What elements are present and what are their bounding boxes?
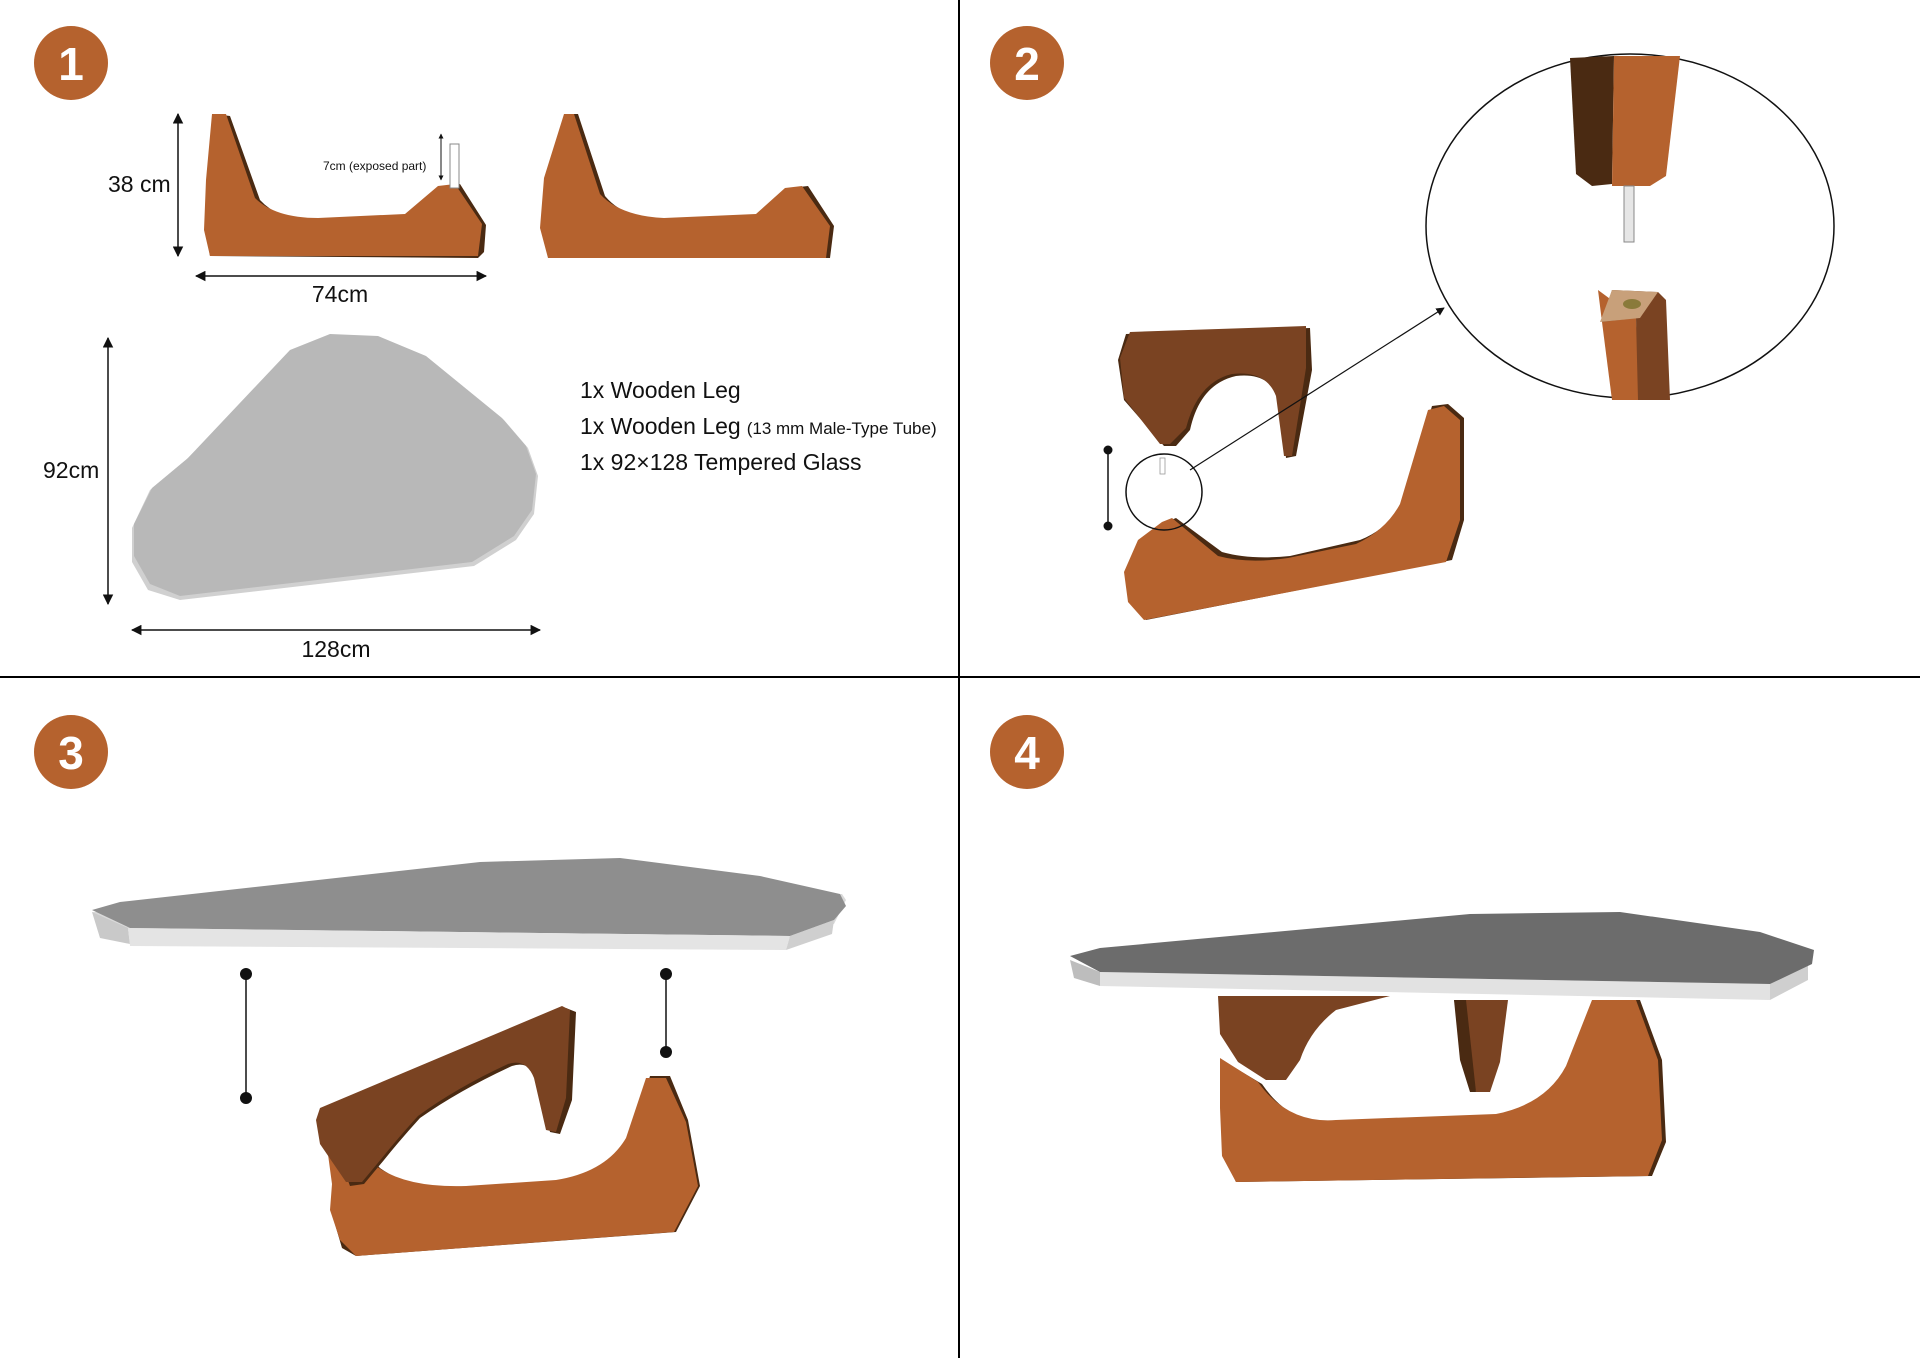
glass-top-seated: [1070, 912, 1814, 1000]
detail-pointer-line: [1189, 307, 1445, 471]
step-3-panel: 3: [34, 715, 846, 1256]
part-wooden-leg-tube: 1x Wooden Leg(13 mm Male-Type Tube): [580, 413, 937, 439]
step-1-badge: 1: [34, 26, 108, 100]
svg-text:4: 4: [1014, 727, 1040, 779]
part-wooden-leg: 1x Wooden Leg: [580, 377, 741, 403]
glass-width-label: 128cm: [301, 636, 370, 662]
step-2-badge: 2: [990, 26, 1064, 100]
joint-indicator-right-icon: [660, 968, 672, 1058]
svg-text:3: 3: [58, 727, 84, 779]
part-tempered-glass: 1x 92×128 Tempered Glass: [580, 449, 862, 475]
step-4-badge: 4: [990, 715, 1064, 789]
assembled-legs-step4: [1218, 996, 1666, 1182]
joint-indicator-icon: [1103, 445, 1113, 531]
svg-text:2: 2: [1014, 38, 1040, 90]
wooden-leg-with-tube: [204, 114, 486, 258]
assembled-legs-step3: [316, 1006, 700, 1256]
parts-list: 1x Wooden Leg 1x Wooden Leg(13 mm Male-T…: [580, 377, 937, 475]
wooden-leg-plain: [540, 114, 834, 258]
step-3-badge: 3: [34, 715, 108, 789]
glass-depth-label: 92cm: [43, 457, 99, 483]
svg-text:1: 1: [58, 38, 84, 90]
step-2-panel: 2: [990, 26, 1835, 620]
step-4-panel: 4: [990, 715, 1814, 1182]
upper-wooden-leg: [1118, 326, 1312, 458]
glass-top-lowering: [92, 858, 846, 950]
detail-focus-circle: [1125, 453, 1203, 531]
tube-length-label: 7cm (exposed part): [323, 159, 426, 173]
lower-wooden-leg: [1124, 404, 1464, 620]
leg-height-label: 38 cm: [108, 171, 171, 197]
leg-width-label: 74cm: [312, 281, 368, 307]
joint-indicator-left-icon: [240, 968, 252, 1104]
tube-detail-zoom: [1425, 53, 1835, 400]
step-1-panel: 1 38 cm 74cm 7cm (exposed part) 92cm 128…: [34, 26, 937, 662]
tempered-glass-top: [132, 334, 538, 600]
